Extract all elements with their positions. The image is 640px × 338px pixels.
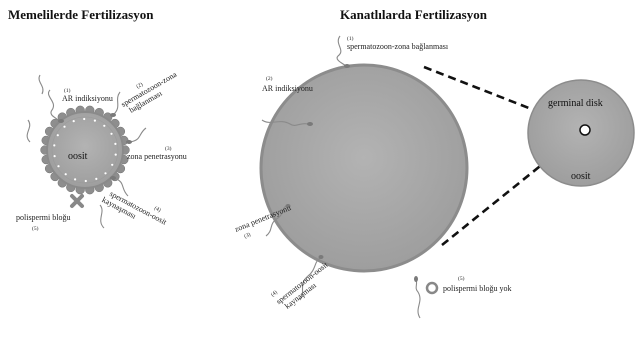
avian-step3-number: (3) <box>243 231 252 240</box>
zona-dot <box>83 118 85 120</box>
avian-step1-number: (1) <box>347 35 354 42</box>
right-panel-title: Kanatlılarda Fertilizasyon <box>340 7 488 22</box>
mammal-step5-number: (5) <box>32 225 39 232</box>
mammal-step2-group: (2) spermatozoon-zona bağlanması <box>116 64 183 117</box>
zona-dot <box>74 178 76 180</box>
zona-dot <box>57 134 59 136</box>
sperm-head <box>110 113 116 117</box>
mammal-step1-number: (1) <box>64 87 71 94</box>
sperm-zona-binding <box>114 92 120 114</box>
polyspermy-block-x-icon <box>72 196 82 206</box>
zona-dot <box>63 126 65 128</box>
sperm-head <box>344 64 350 68</box>
mammal-step4-group: (4) spermatozoon-oosit kaynaşması <box>100 181 172 235</box>
zona-dot <box>115 154 117 156</box>
zona-dot <box>73 120 75 122</box>
mammal-oocyte: oosit <box>41 106 130 194</box>
sperm-head <box>110 176 116 180</box>
zona-dot <box>111 164 113 166</box>
avian-step5-number: (5) <box>458 275 465 282</box>
inset-oocyte-label: oosit <box>571 171 591 182</box>
germinal-disk-marker <box>580 125 590 135</box>
germinal-disk-label: germinal disk <box>548 98 603 109</box>
zona-dot <box>104 172 106 174</box>
sperm-bottom <box>100 205 104 228</box>
zona-dot <box>94 120 96 122</box>
no-polyspermy-ring-icon <box>427 283 437 293</box>
mammal-step1-label: AR indiksiyonu <box>62 94 113 103</box>
avian-step5-label: polispermi bloğu yok <box>443 284 511 293</box>
sperm-left <box>27 120 30 142</box>
sperm-head <box>58 119 64 123</box>
sperm-top-left <box>39 75 43 94</box>
zona-dot <box>53 144 55 146</box>
sperm-head <box>319 255 324 259</box>
avian-step1-label: spermatozoon-zona bağlanması <box>347 42 449 51</box>
zona-dot <box>95 178 97 180</box>
mammal-oocyte-label: oosit <box>68 151 88 162</box>
avian-sperm-bottom <box>416 280 420 318</box>
avian-sperm-binding <box>337 36 346 66</box>
left-panel-title: Memelilerde Fertilizasyon <box>8 7 154 22</box>
zona-dot <box>85 180 87 182</box>
sperm-zona-penetration <box>130 128 146 142</box>
zona-dot <box>65 173 67 175</box>
avian-step2-label: AR indiksiyonu <box>262 84 313 93</box>
zona-dot <box>114 143 116 145</box>
zona-dot <box>110 133 112 135</box>
sperm-head <box>414 276 418 282</box>
sperm-head <box>307 122 313 126</box>
zona-dot <box>103 125 105 127</box>
mammal-step5-label: polispermi bloğu <box>16 213 70 222</box>
mammal-step3-label: zona penetrasyonu <box>127 152 187 161</box>
avian-step2-number: (2) <box>266 75 273 82</box>
mammal-step3-number: (3) <box>165 145 172 152</box>
sperm-head <box>126 140 132 144</box>
zona-dot <box>57 165 59 167</box>
zona-dot <box>54 155 56 157</box>
avian-oocyte <box>261 65 467 271</box>
